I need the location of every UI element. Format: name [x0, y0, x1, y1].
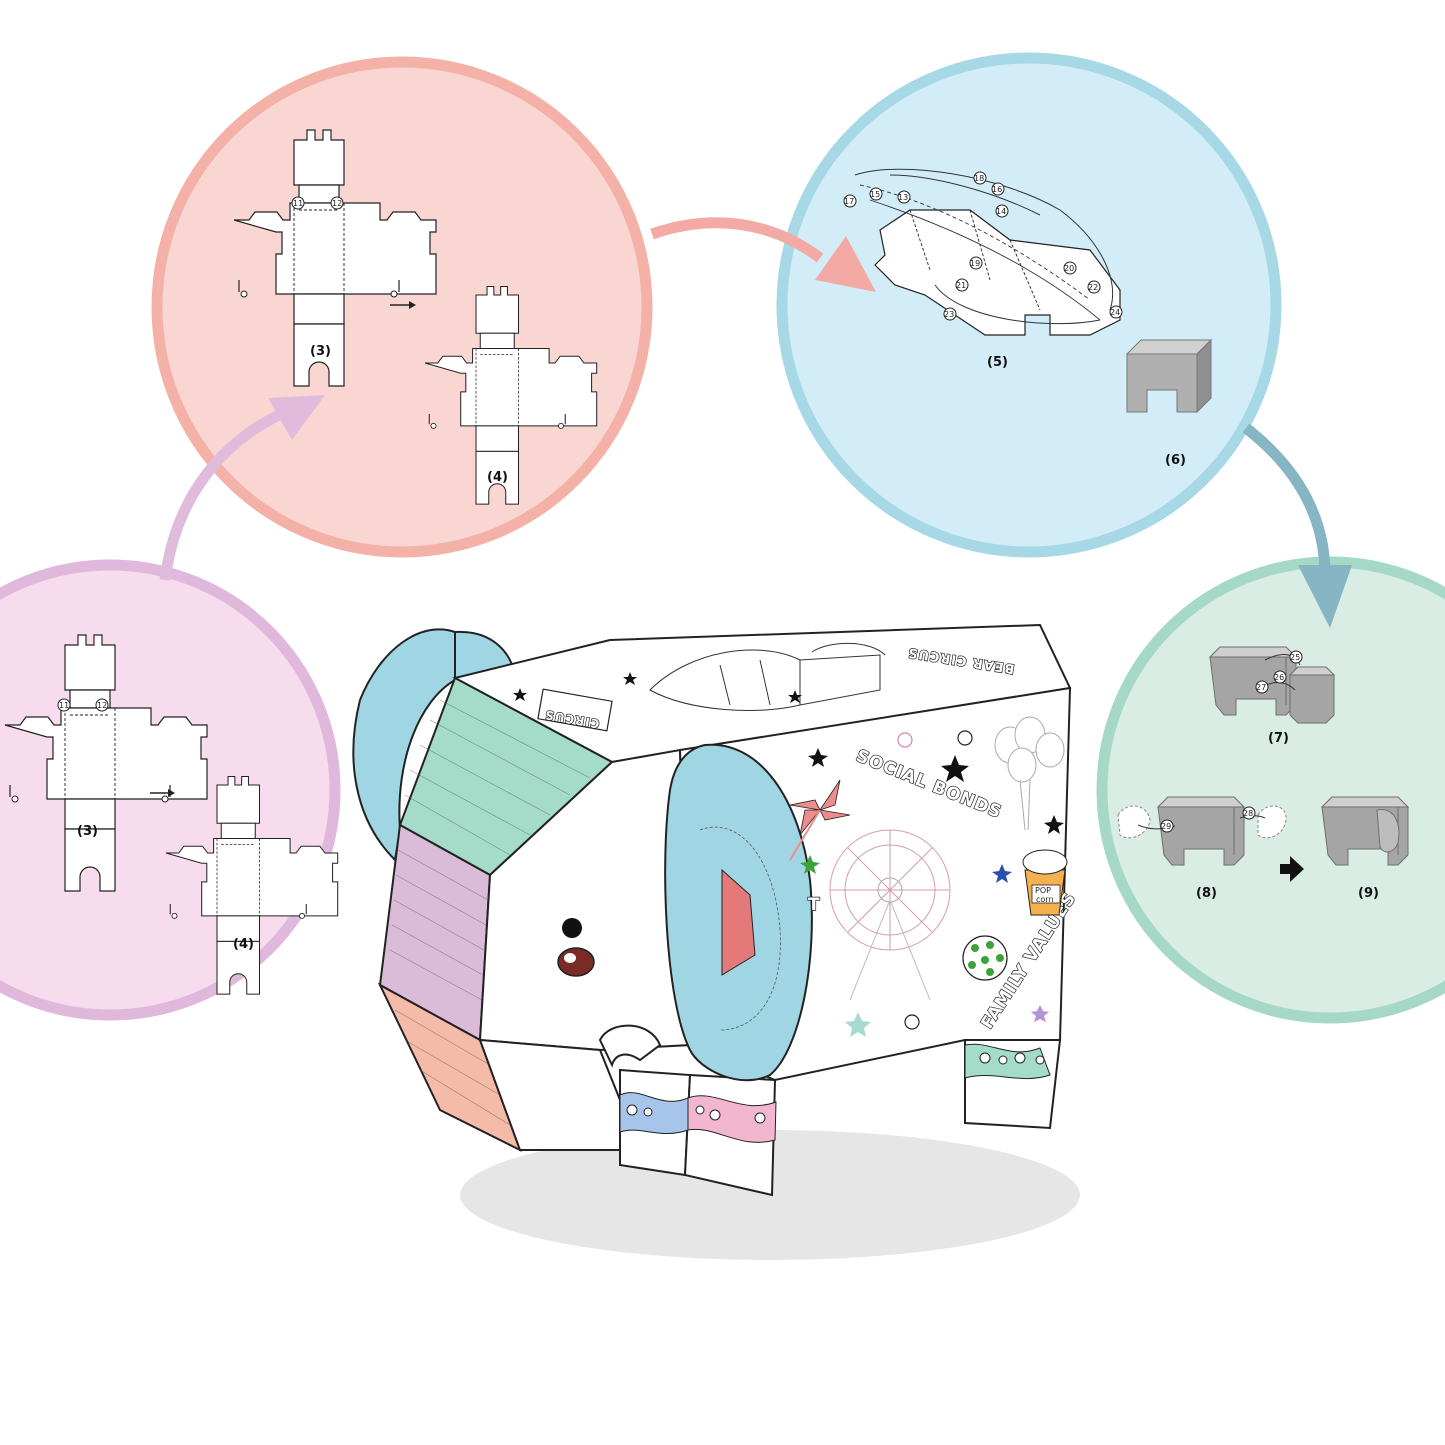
svg-text:12: 12 — [332, 199, 342, 208]
elephant-model: SOCIAL BONDS FAMILY VALUES T POP corn — [352, 623, 1081, 1197]
balloons-icon — [994, 716, 1065, 831]
stars-decoration — [800, 748, 1064, 1037]
purple-marker-12: 12 — [95, 698, 109, 712]
red-marker-12: 12 — [330, 196, 344, 210]
green-step-8-model: 29 28 — [1117, 796, 1287, 866]
svg-text:12: 12 — [97, 701, 107, 710]
svg-text:24: 24 — [1110, 308, 1120, 317]
svg-text:29: 29 — [1161, 822, 1171, 831]
back-ear — [352, 628, 456, 863]
purple-arrow-right-icon — [150, 789, 175, 797]
eye-left — [562, 918, 582, 938]
svg-text:11: 11 — [59, 701, 69, 710]
arrow-purple-to-red — [159, 395, 325, 581]
small-circles-decoration — [897, 730, 973, 1030]
trunk — [598, 1024, 662, 1068]
green-step-9-label: (9) — [1358, 886, 1379, 901]
svg-text:11: 11 — [293, 199, 303, 208]
popcorn-icon: POP corn — [1022, 849, 1068, 916]
blue-step-5-label: (5) — [987, 355, 1008, 370]
arrow-blue-to-green — [1242, 423, 1352, 628]
blue-step-6-label: (6) — [1165, 453, 1186, 468]
purple-step-4-label: (4) — [233, 937, 254, 952]
svg-text:28: 28 — [1243, 809, 1253, 818]
svg-text:17: 17 — [844, 197, 854, 206]
svg-text:18: 18 — [974, 174, 984, 183]
green-step-8-label: (8) — [1196, 886, 1217, 901]
green-step-7-label: (7) — [1268, 731, 1289, 746]
arrow-red-to-blue — [650, 217, 876, 292]
svg-text:13: 13 — [898, 193, 908, 202]
ball-icon — [962, 935, 1008, 981]
svg-text:21: 21 — [956, 281, 966, 290]
top-stars — [513, 672, 802, 703]
svg-text:22: 22 — [1088, 283, 1098, 292]
ferris-wheel-icon — [829, 829, 951, 1001]
svg-text:15: 15 — [870, 190, 880, 199]
red-marker-11: 11 — [291, 196, 305, 210]
svg-text:14: 14 — [996, 207, 1006, 216]
eye-right — [557, 947, 595, 977]
step-circle-green — [1096, 556, 1445, 1024]
red-arrow-right-icon — [390, 301, 416, 309]
green-step-9-model — [1321, 796, 1409, 866]
blue-step-5-folding-diagram — [854, 168, 1121, 336]
red-step-4-label: (4) — [487, 470, 508, 485]
svg-text:corn: corn — [1036, 895, 1054, 904]
purple-step-3-label: (3) — [77, 824, 98, 839]
svg-text:16: 16 — [992, 185, 1002, 194]
svg-text:26: 26 — [1274, 673, 1284, 682]
svg-text:25: 25 — [1290, 653, 1300, 662]
svg-text:20: 20 — [1064, 264, 1074, 273]
pinwheel-icon — [789, 779, 851, 861]
blue-markers: 18 16 15 13 14 17 19 20 21 22 23 24 — [843, 171, 1123, 321]
step-circle-red — [151, 56, 653, 558]
svg-text:27: 27 — [1256, 683, 1266, 692]
purple-marker-11: 11 — [57, 698, 71, 712]
partial-letter-text: T — [808, 895, 821, 915]
svg-text:POP: POP — [1035, 886, 1051, 895]
carousel-drawing — [649, 642, 886, 711]
inner-ear — [721, 868, 756, 976]
green-bold-arrow-icon — [1280, 856, 1304, 882]
red-step-3-label: (3) — [310, 344, 331, 359]
green-step-7-models: 25 26 27 — [1209, 646, 1336, 724]
svg-text:23: 23 — [944, 310, 954, 319]
svg-text:19: 19 — [970, 259, 980, 268]
